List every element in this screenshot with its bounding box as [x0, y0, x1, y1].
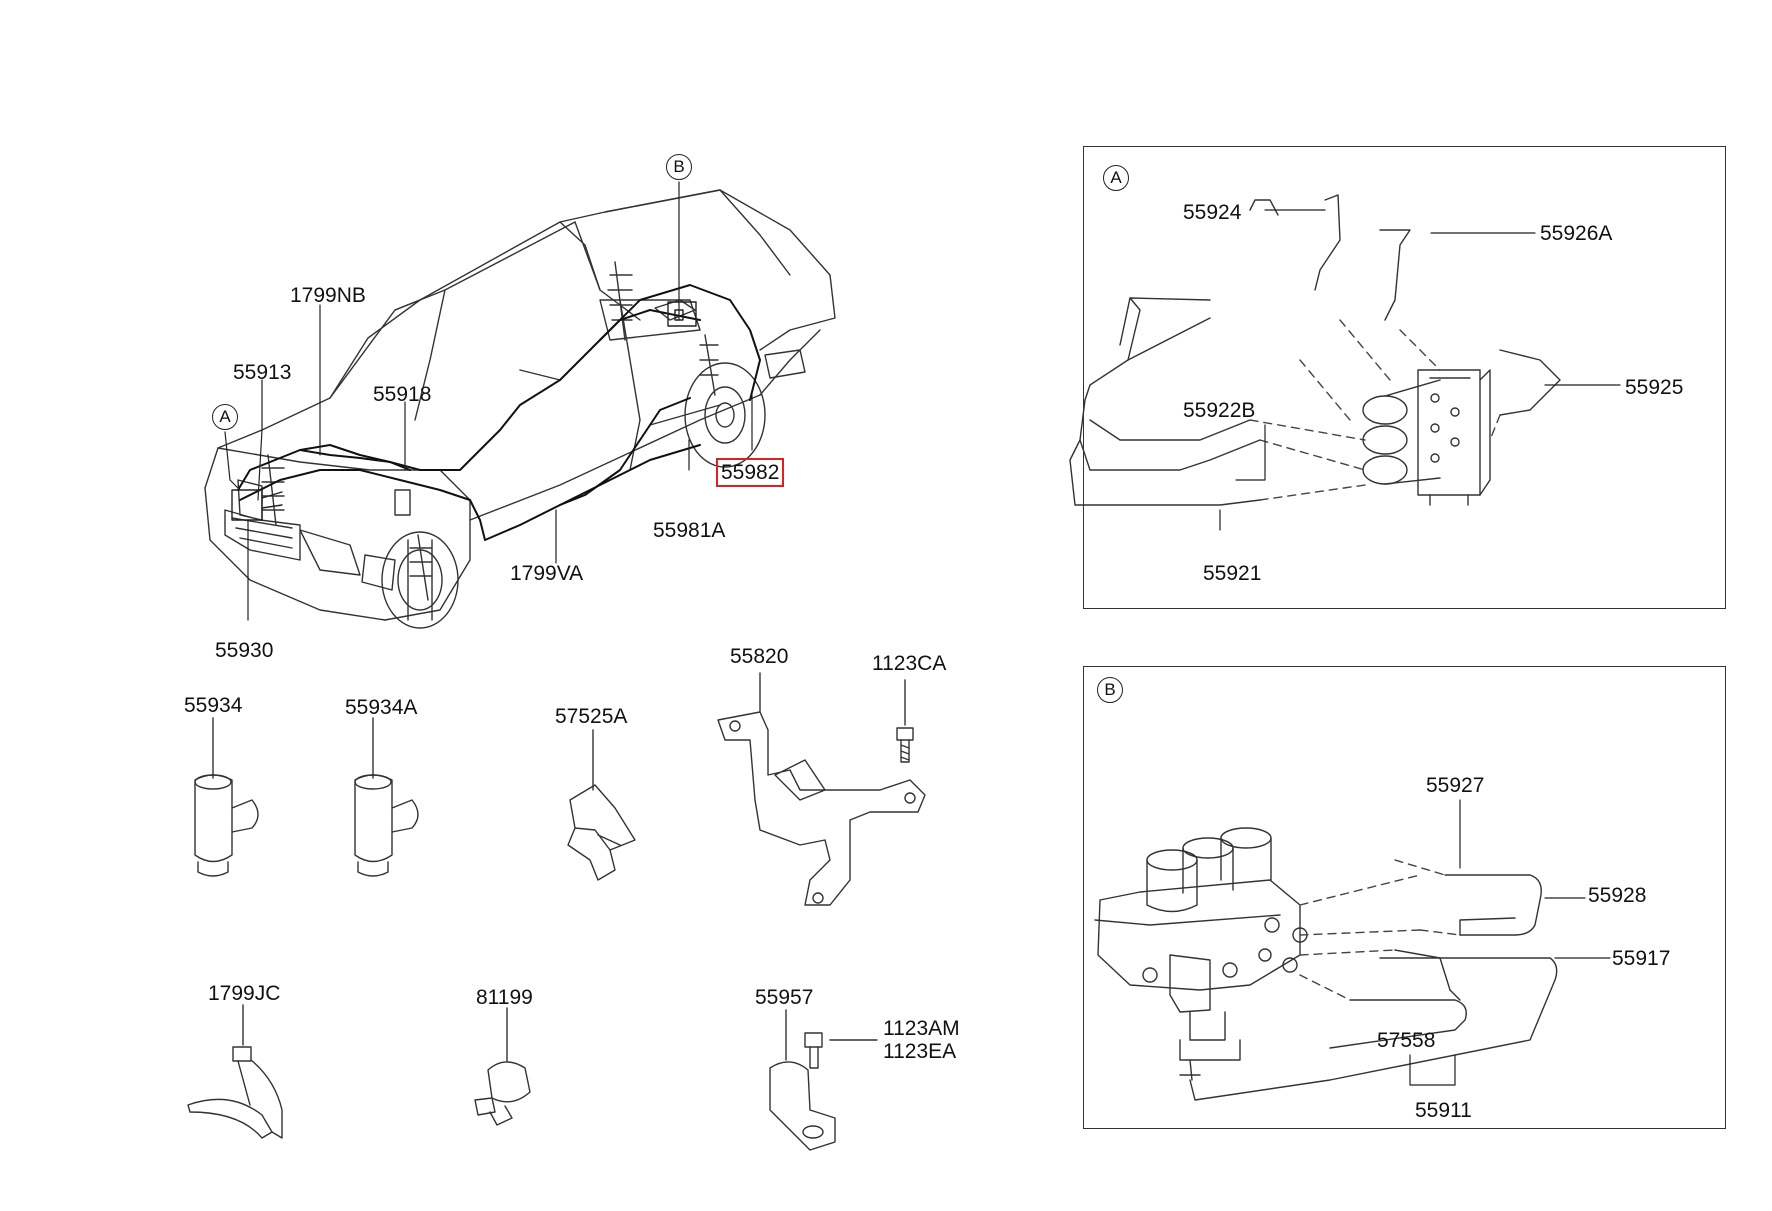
label-55957: 55957 — [755, 986, 814, 1009]
panel-b-leaders — [1409, 799, 1611, 1086]
label-1799va: 1799VA — [510, 562, 584, 585]
rear-suspension — [599, 261, 806, 426]
panel-a-pipes — [1069, 194, 1561, 506]
tie-strap-1799jc — [187, 1004, 283, 1139]
front-suspension — [237, 454, 433, 601]
label-55917: 55917 — [1612, 947, 1671, 970]
panel-a-leaders — [1219, 209, 1621, 531]
panel-b-hydraulic-unit — [1094, 827, 1308, 1081]
label-55913: 55913 — [233, 361, 292, 384]
brake-lines — [237, 284, 761, 541]
bracket-55957 — [769, 1009, 836, 1151]
panel-b-tag: B — [1097, 677, 1123, 703]
label-55982-highlighted: 55982 — [716, 458, 785, 487]
front-wheel — [381, 531, 459, 629]
label-55930: 55930 — [215, 639, 274, 662]
label-1123ea: 1123EA — [883, 1040, 957, 1063]
panel-b-pipes — [1189, 874, 1558, 1101]
label-57558: 57558 — [1377, 1029, 1436, 1052]
label-55926a: 55926A — [1540, 222, 1613, 245]
label-55934a: 55934A — [345, 696, 418, 719]
car-outline — [204, 189, 836, 621]
label-55928: 55928 — [1588, 884, 1647, 907]
label-55981a: 55981A — [653, 519, 726, 542]
label-55924: 55924 — [1183, 201, 1242, 224]
bracket-55820 — [717, 672, 926, 906]
label-1799jc: 1799JC — [208, 982, 281, 1005]
label-1123ca: 1123CA — [872, 652, 947, 675]
label-55911: 55911 — [1415, 1099, 1472, 1122]
label-55925: 55925 — [1625, 376, 1684, 399]
label-57525a: 57525A — [555, 705, 628, 728]
bolt-1123ca — [896, 679, 914, 763]
detail-panel-a — [1083, 146, 1726, 609]
panel-a-tag: A — [1103, 165, 1129, 191]
callout-a: A — [212, 404, 238, 430]
label-55918: 55918 — [373, 383, 432, 406]
front-abs-module — [231, 489, 283, 521]
rear-wheel — [684, 362, 766, 468]
callout-b: B — [666, 154, 692, 180]
detail-panel-b — [1083, 666, 1726, 1129]
label-81199: 81199 — [476, 986, 533, 1009]
panel-a-dashed — [1249, 319, 1501, 501]
label-1799nb: 1799NB — [290, 284, 366, 307]
clamp-81199 — [474, 1007, 531, 1126]
label-55934: 55934 — [184, 694, 243, 717]
label-55820: 55820 — [730, 645, 789, 668]
car-leaders — [224, 181, 753, 621]
panel-a-abs-unit — [1362, 369, 1491, 506]
label-55921: 55921 — [1203, 562, 1262, 585]
label-1123am: 1123AM — [883, 1017, 960, 1040]
tee-fitting-55934 — [194, 717, 259, 877]
bolt-1123am — [804, 1032, 878, 1069]
label-55927: 55927 — [1426, 774, 1485, 797]
panel-b-dashed — [1299, 859, 1461, 1001]
label-55922b: 55922B — [1183, 399, 1256, 422]
tee-fitting-55934a — [354, 717, 419, 877]
clip-57525a — [567, 729, 636, 881]
